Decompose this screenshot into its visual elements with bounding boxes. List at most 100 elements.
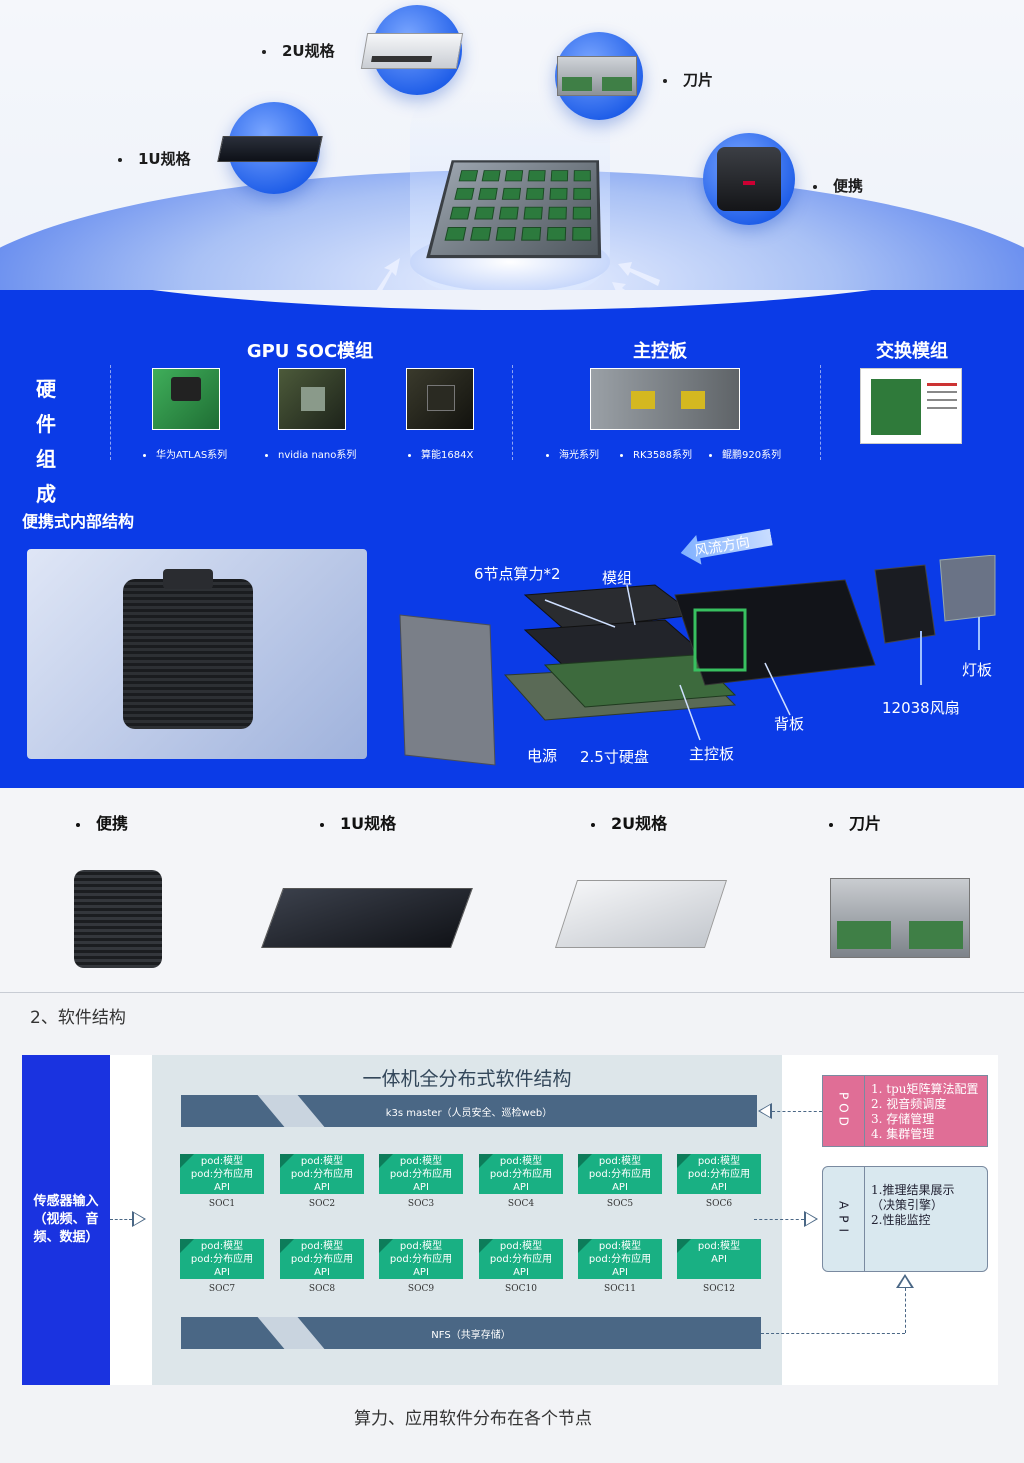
- bubble-2u: [360, 5, 464, 95]
- soc-label: SOC11: [604, 1284, 636, 1294]
- api-list: 1.推理结果展示 （决策引擎） 2.性能监控: [871, 1183, 954, 1228]
- pod-corner: [479, 1239, 493, 1253]
- rack-1u-image: [217, 136, 323, 162]
- caption-rk3588: RK3588系列: [620, 446, 692, 461]
- pointer-mainboard: [679, 684, 701, 741]
- pointer-module: [626, 584, 636, 626]
- label-1u: 1U规格: [118, 148, 191, 169]
- pod-line: API: [314, 1267, 330, 1278]
- mainboard-image: [590, 368, 740, 430]
- pointer-backplane: [764, 662, 791, 716]
- pod-line: API: [413, 1182, 429, 1193]
- pod-line: API: [214, 1182, 230, 1193]
- k3s-master-label: k3s master（人员安全、巡检web）: [385, 1107, 553, 1119]
- pod-corner: [280, 1239, 294, 1253]
- chip-atlas-image: [152, 368, 220, 430]
- pod-line: API: [612, 1182, 628, 1193]
- pod-line: pod:模型: [598, 1241, 642, 1252]
- pod-corner: [677, 1154, 691, 1168]
- label-2u: 2U规格: [262, 40, 335, 61]
- pod-line: pod:分布应用: [489, 1169, 553, 1180]
- pod-config-item: 2. 视音频调度: [871, 1097, 947, 1111]
- front-panel: [399, 614, 496, 766]
- label-portable: 便携: [813, 175, 863, 196]
- pod-line: pod:分布应用: [687, 1169, 751, 1180]
- pod-line: API: [513, 1182, 529, 1193]
- pod-line: pod:分布应用: [190, 1169, 254, 1180]
- soc-label: SOC6: [705, 1199, 733, 1209]
- pod-corner: [379, 1154, 393, 1168]
- pod-line: pod:模型: [697, 1241, 741, 1252]
- pod-config-item: 3. 存储管理: [871, 1112, 935, 1126]
- pod-corner: [677, 1239, 691, 1253]
- bubble-1u: [217, 102, 323, 194]
- light-board: [939, 555, 996, 622]
- api-item: 1.推理结果展示: [871, 1183, 955, 1197]
- portable-photo-card: [27, 549, 367, 759]
- pointer-compute: [544, 599, 616, 628]
- pod-corner: [180, 1154, 194, 1168]
- arrow-left: [370, 258, 400, 300]
- pod-line: pod:分布应用: [290, 1169, 354, 1180]
- pod-line: pod:模型: [200, 1156, 244, 1167]
- soc-label: SOC2: [308, 1199, 336, 1209]
- nfs-label: NFS（共享存储）: [431, 1329, 511, 1341]
- pod-line: pod:模型: [300, 1241, 344, 1252]
- label-module: 模组: [602, 569, 633, 587]
- label-blade: 刀片: [663, 69, 713, 90]
- pod-tag: POD: [823, 1076, 865, 1146]
- pod-line: pod:模型: [499, 1241, 543, 1252]
- soc-label: SOC12: [703, 1284, 735, 1294]
- divider-1: [110, 365, 111, 460]
- pod-corner: [578, 1239, 592, 1253]
- api-tag: API: [823, 1167, 865, 1271]
- pod-line: pod:分布应用: [389, 1254, 453, 1265]
- pod-corner: [180, 1239, 194, 1253]
- product-1u-image: [261, 888, 473, 948]
- caption-atlas: 华为ATLAS系列: [143, 446, 227, 461]
- blade-image: [557, 56, 637, 96]
- exploded-view-image: [399, 555, 996, 766]
- chip-1684x-image: [406, 368, 474, 430]
- software-caption: 算力、应用软件分布在各个节点: [354, 1409, 592, 1429]
- portable-image: [717, 147, 781, 211]
- divider-2: [512, 365, 513, 460]
- pod-corner: [379, 1239, 393, 1253]
- soc-label: SOC7: [208, 1284, 236, 1294]
- pod-config-box: POD 1. tpu矩阵算法配置 2. 视音频调度 3. 存储管理 4. 集群管…: [822, 1075, 988, 1147]
- api-item: （决策引擎）: [871, 1198, 944, 1212]
- arrow-right-top: [618, 262, 660, 286]
- bar-slash: [257, 1095, 325, 1127]
- group-title-switch: 交换模组: [876, 341, 948, 362]
- pod-corner: [479, 1154, 493, 1168]
- label-fan: 12038风扇: [882, 699, 960, 717]
- pod-line: pod:模型: [200, 1241, 244, 1252]
- pod-line: pod:模型: [399, 1156, 443, 1167]
- chip-nano-image: [278, 368, 346, 430]
- label-light: 灯板: [962, 661, 993, 679]
- nfs-arrow: [896, 1274, 914, 1288]
- product-row: 便携 1U规格 2U规格 刀片: [0, 788, 1024, 993]
- api-arrow: [804, 1211, 818, 1227]
- product-portable-image: [74, 870, 162, 968]
- divider-3: [820, 365, 821, 460]
- soc-label: SOC8: [308, 1284, 336, 1294]
- pod-arrow: [758, 1103, 772, 1119]
- sensor-arrow: [132, 1211, 146, 1227]
- compute-module-top: [523, 584, 697, 631]
- soc-label: SOC1: [208, 1199, 236, 1209]
- hero-section: 1U规格 2U规格 刀片 便携: [0, 0, 1024, 300]
- product-label-1u: 1U规格: [320, 810, 396, 834]
- label-power: 电源: [527, 747, 558, 765]
- soc-label: SOC9: [407, 1284, 435, 1294]
- pod-line: pod:分布应用: [389, 1169, 453, 1180]
- switch-module-image: [860, 368, 962, 444]
